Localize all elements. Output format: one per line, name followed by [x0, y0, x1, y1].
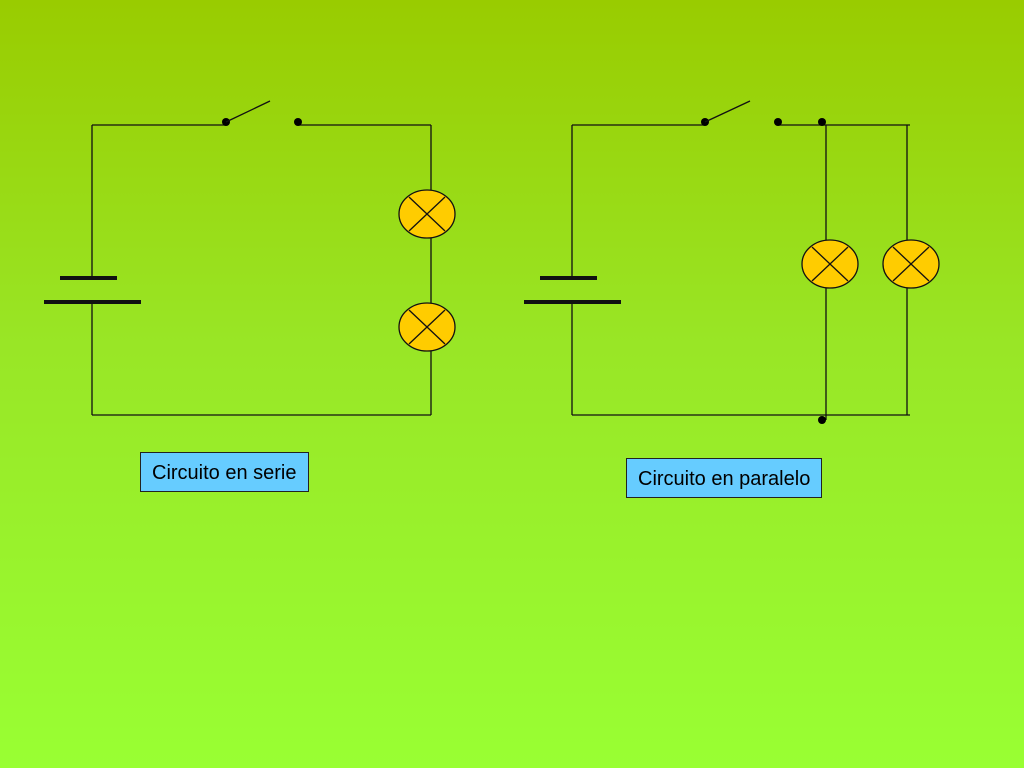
parallel-circuit — [524, 100, 940, 424]
parallel-circuit-label: Circuito en paralelo — [626, 458, 823, 498]
switch-icon[interactable] — [222, 100, 302, 126]
lamp-icon — [398, 189, 456, 239]
series-wires — [91, 124, 432, 416]
series-circuit-label: Circuito en serie — [140, 452, 309, 492]
series-circuit — [44, 100, 456, 416]
lamp-icon — [398, 302, 456, 352]
parallel-wires — [571, 124, 910, 420]
switch-icon[interactable] — [701, 100, 782, 126]
battery-icon — [44, 276, 141, 304]
battery-icon — [524, 276, 621, 304]
junction-dot — [818, 118, 826, 424]
lamp-icon — [882, 239, 940, 289]
lamp-icon — [801, 239, 859, 289]
